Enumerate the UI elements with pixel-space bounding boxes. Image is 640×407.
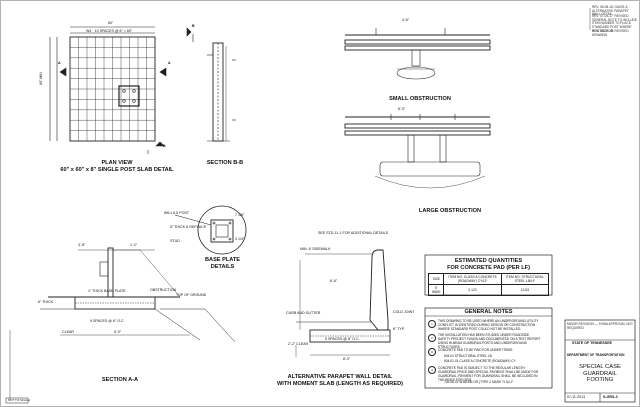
- revision-line-1: REV. 08-08-16: GUIDE & ALTERNATIVE PARAP…: [592, 5, 629, 17]
- plan-view-grid: [49, 26, 194, 154]
- sec-aa-label-10: 5'-0": [114, 330, 122, 334]
- revision-line-3: REV. 08-03-18: REVISED DRAWING.: [592, 29, 629, 37]
- sec-aa-label-8: 6" THICK: [38, 300, 53, 304]
- sec-aa-label-11: CLEAR: [62, 330, 74, 334]
- estimated-quantities-subtitle: FOR CONCRETE PAD (PER LF): [447, 265, 530, 271]
- parapet-subtitle: WITH MOMENT SLAB (LENGTH AS REQUIRED): [277, 381, 403, 387]
- title-block-title: SPECIAL CASE GUARDRAIL FOOTING: [579, 364, 621, 384]
- sec-aa-label-0: 3'-8": [78, 243, 86, 247]
- dim-large-obstruction: 6'-0": [398, 107, 406, 111]
- note-item-3: 705-06-01 W-BEAM GR (TYPE 2 MASH TL3) LF: [444, 380, 514, 384]
- quantities-cell: 13.83: [500, 284, 550, 296]
- note-number: 3: [428, 348, 436, 356]
- quantities-cell: 0.123: [443, 284, 502, 296]
- base-plate-label-4: 7 1/8": [235, 213, 245, 217]
- quantities-header-cell: SIZE: [427, 273, 445, 285]
- sec-aa-label-6: OBSTRUCTION: [150, 288, 177, 292]
- department-label: DEPARTMENT OF TRANSPORTATION: [567, 353, 625, 357]
- dim-plan-side: 60" MIN: [39, 72, 43, 85]
- quantities-table: SIZE ITEM NO. CLASS A CONCRETE (ROADWAY)…: [427, 273, 550, 296]
- parapet-label-4: 6" TYP.: [393, 327, 405, 331]
- parapet-label-2: CURB AND GUTTER: [286, 311, 321, 315]
- general-notes-title: GENERAL NOTES: [464, 309, 513, 315]
- revision-line-2: REV. 07-04-17: REVISED GENERAL NOTE TO I…: [592, 14, 637, 33]
- parapet-label-8: 5 SPACES @ 8" O.C.: [325, 337, 360, 341]
- not-to-scale-label: NOT TO SCALE: [8, 398, 30, 402]
- state-label: STATE OF TENNESSEE: [572, 341, 613, 345]
- dim-plan-top: 60": [108, 21, 114, 25]
- base-plate-label-0: W6 x 8.5 POST: [164, 211, 189, 215]
- note-3: CONCRETE PAD TO BE PAID FOR UNDER ITEMS:: [438, 348, 513, 352]
- quantities-header-cell: ITEM NO. STRUCTURAL STEEL LB/LF: [500, 273, 550, 285]
- quantities-cell: 5' WIDE: [427, 284, 445, 296]
- note-number: 4: [428, 366, 436, 374]
- parapet-label-5: 2'-2" CLEAR: [288, 342, 309, 346]
- quantities-header-cell: ITEM NO. CLASS A CONCRETE (ROADWAY) CY/L…: [443, 273, 502, 285]
- base-plate-label-1: 1" THICK BASE PLATE: [88, 289, 126, 293]
- large-obstruction-rail: [344, 114, 491, 189]
- parapet-label-6: 8'-0": [343, 357, 351, 361]
- quantities-data-row: 5' WIDE 0.123 13.83: [427, 284, 550, 296]
- section-aa-title: SECTION A-A: [101, 377, 139, 383]
- plan-view-subtitle: 60" x 60" x 8" SINGLE POST SLAB DETAIL: [60, 167, 174, 173]
- section-marker-a-right: A: [168, 61, 171, 65]
- parapet-label-7: 6'-6": [330, 279, 338, 283]
- note-2: THE INSTALLATION HAS BEEN STUDIED UNDER …: [438, 333, 541, 349]
- parapet-title: ALTERNATIVE PARAPET WALL DETAIL: [287, 374, 393, 380]
- sheet-date: 07-11-2013: [567, 395, 586, 399]
- sec-aa-label-4: 9 SPACES @ 6" O.C.: [90, 319, 125, 323]
- sec-aa-label-7: TOP OF GROUND: [176, 293, 207, 297]
- section-marker-a-left: A: [58, 61, 61, 65]
- base-plate-label-5: 3 1/4": [235, 237, 245, 241]
- base-plate-label-3: STUD: [170, 239, 180, 243]
- parapet-label-3: COLD JOINT: [393, 310, 415, 314]
- section-marker-b-bottom: B: [163, 144, 166, 148]
- small-obstruction-title: SMALL OBSTRUCTION: [389, 96, 451, 102]
- parapet-label-0: MIN. 8' SIDEWALK: [300, 247, 331, 251]
- section-aa: [40, 247, 236, 343]
- section-bb-title: SECTION B-B: [206, 160, 244, 166]
- small-obstruction-rail: [344, 28, 491, 80]
- note-number: 1: [428, 320, 436, 328]
- base-plate-title: BASE PLATE DETAILS: [204, 257, 240, 271]
- parapet-label-1: SEE STD-11-1 FOR ADDITIONAL DETAILS: [318, 231, 389, 235]
- dim-plan-spaces: W4 · 10 SPACES @ 6" = 60": [86, 29, 133, 33]
- note-4: CONCRETE PAD IS SUBJECT TO THE REGULAR L…: [438, 366, 539, 382]
- base-plate-detail: [174, 205, 247, 255]
- sec-aa-label-1: 1'-2": [130, 243, 138, 247]
- estimated-quantities-title: ESTIMATED QUANTITIES: [454, 258, 523, 264]
- note-number: 2: [428, 334, 436, 342]
- section-bb: [207, 42, 236, 142]
- section-marker-b-top: B: [192, 24, 195, 28]
- parapet-wall: [295, 249, 391, 357]
- sheet-number: S-GRS-3: [603, 395, 618, 399]
- note-1: THIS DRAWING TO BE USED WHERE AN UNDERGR…: [438, 319, 539, 331]
- large-obstruction-title: LARGE OBSTRUCTION: [418, 208, 482, 214]
- dim-small-obstruction: 4'-6": [402, 18, 410, 22]
- base-plate-label-2: 5" THICK & REPLACE: [170, 225, 207, 229]
- plan-view-title: PLAN VIEW: [101, 160, 133, 166]
- quantities-header-row: SIZE ITEM NO. CLASS A CONCRETE (ROADWAY)…: [427, 273, 550, 285]
- note-item-2: 604-01-01 CLASS A CONCRETE (ROADWAY) CY: [444, 359, 516, 363]
- approval-note: MINOR REVISION — FHWA APPROVAL NOT REQUI…: [567, 322, 633, 330]
- note-item-1: 604-01 STRUCTURAL STEEL LB: [444, 354, 492, 358]
